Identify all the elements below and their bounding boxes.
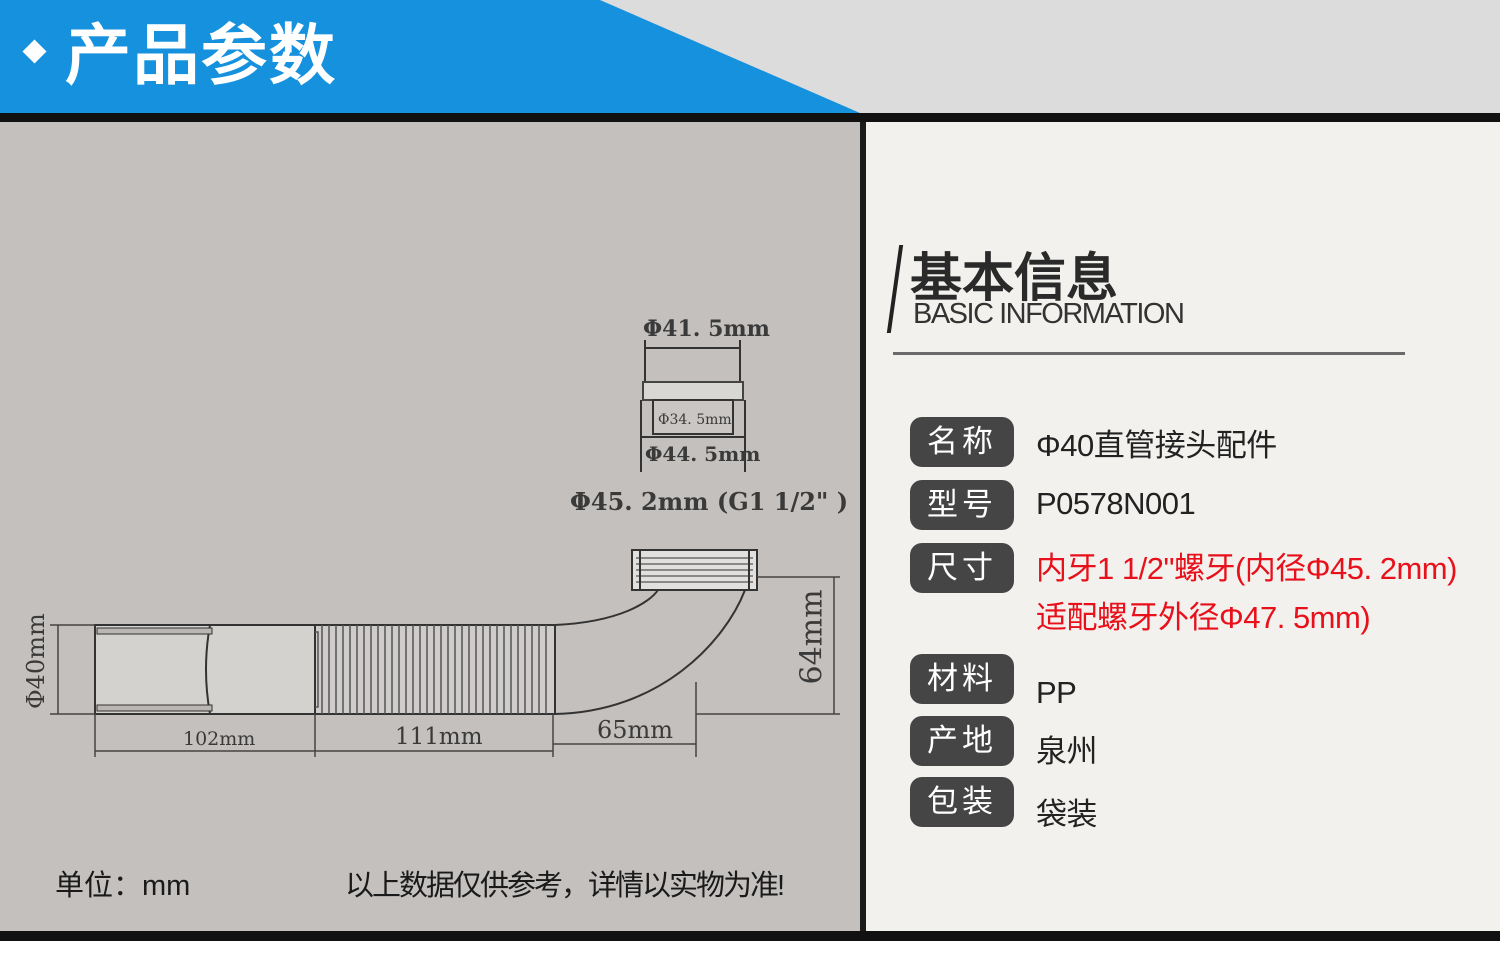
spec-label-name: 名称 bbox=[910, 417, 1014, 467]
spec-value-origin: 泉州 bbox=[1036, 734, 1098, 769]
info-subtitle: BASIC INFORMATION bbox=[913, 298, 1185, 330]
spec-label-size: 尺寸 bbox=[910, 543, 1014, 593]
pipe-body bbox=[94, 589, 746, 715]
top-divider bbox=[0, 113, 1500, 122]
dim-length-111: 111mm bbox=[395, 724, 483, 750]
spec-value-packing: 袋装 bbox=[1036, 797, 1098, 832]
spec-value-material: PP bbox=[1036, 675, 1077, 710]
spec-label-origin: 产地 bbox=[910, 716, 1014, 766]
dim-height-64: 64mm bbox=[794, 589, 830, 685]
spec-label-model: 型号 bbox=[910, 480, 1014, 530]
dim-thread: Φ45. 2mm (G1 1/2" ) bbox=[570, 487, 849, 516]
threaded-nut bbox=[631, 549, 758, 591]
spec-value-model: P0578N001 bbox=[1036, 486, 1196, 521]
bottom-divider bbox=[0, 931, 1500, 941]
dim-length-102: 102mm bbox=[183, 728, 256, 750]
panel-divider bbox=[860, 122, 866, 931]
spec-value-name: Φ40直管接头配件 bbox=[1036, 428, 1277, 463]
diagram-panel bbox=[0, 122, 860, 931]
spec-label-packing: 包装 bbox=[910, 777, 1014, 827]
fitting-cap-top bbox=[640, 340, 746, 472]
pipe-diagram bbox=[50, 340, 840, 757]
header-title-text: 产品参数 bbox=[65, 17, 337, 94]
dim-top-outer: Φ41. 5mm bbox=[643, 316, 770, 342]
dim-diameter-40: Φ40mm bbox=[22, 613, 50, 709]
info-title: 基本信息 bbox=[910, 249, 1119, 309]
header-title: 产品参数 bbox=[22, 14, 337, 98]
spec-value-size: 内牙1 1/2"螺牙(内径Φ45. 2mm) bbox=[1036, 551, 1457, 586]
dim-top-inner: Φ34. 5mm bbox=[658, 412, 732, 428]
dim-length-65: 65mm bbox=[597, 716, 674, 744]
info-divider bbox=[893, 352, 1405, 355]
spec-value-size-line2: 适配螺牙外径Φ47. 5mm) bbox=[1036, 600, 1371, 635]
spec-label-material: 材料 bbox=[910, 654, 1014, 704]
dim-top-mid: Φ44. 5mm bbox=[645, 442, 761, 466]
disclaimer-note: 以上数据仅供参考，详情以实物为准! bbox=[345, 870, 785, 902]
diamond-icon bbox=[22, 39, 47, 64]
dimension-lines bbox=[50, 576, 840, 757]
unit-note: 单位：mm bbox=[55, 870, 191, 902]
